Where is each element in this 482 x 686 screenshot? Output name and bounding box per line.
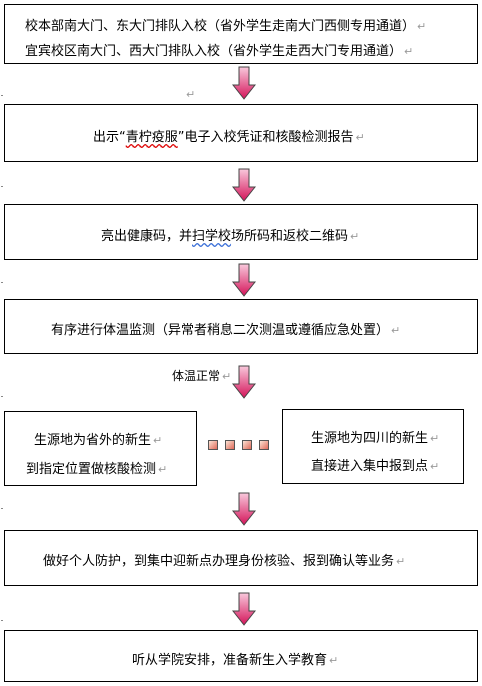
condition-label: 体温正常 <box>172 369 221 383</box>
connector-square-1 <box>208 440 218 450</box>
branch-left-line-2: 到指定位置做核酸检测 <box>26 462 157 477</box>
paragraph-mark: ↵ <box>417 20 427 33</box>
paragraph-mark: ↵ <box>186 88 196 101</box>
connector-square-2 <box>225 440 235 450</box>
branch-right-line-1: 生源地为四川的新生 <box>311 431 429 446</box>
step-3-text-mark: 扫学校 <box>192 229 232 244</box>
step-2-text-pre: 出示“ <box>93 130 126 145</box>
margin-tick <box>1 508 3 509</box>
down-arrow-5 <box>232 492 256 526</box>
branch-left-box: 生源地为省外的新生↵ 到指定位置做核酸检测↵ <box>4 411 197 486</box>
step-7-text: 听从学院安排，准备新生入学教育 <box>132 653 328 668</box>
step-2-text-mark: 青柠疫服 <box>125 130 178 145</box>
paragraph-mark: ↵ <box>391 324 401 337</box>
step-6-text: 做好个人防护，到集中迎新点办理身份核验、报到确认等业务 <box>43 554 395 569</box>
connector-square-4 <box>259 440 269 450</box>
paragraph-mark: ↵ <box>404 45 414 58</box>
step-4-text: 有序进行体温监测（异常者稍息二次测温或遵循应急处置） <box>51 323 390 338</box>
step-6-box: 做好个人防护，到集中迎新点办理身份核验、报到确认等业务↵ <box>4 530 478 586</box>
margin-tick <box>1 282 3 283</box>
paragraph-mark: ↵ <box>350 230 360 243</box>
step-2-text-post: ”电子入校凭证和核酸检测报告 <box>177 130 354 145</box>
step-7-box: 听从学院安排，准备新生入学教育↵ <box>4 630 478 682</box>
margin-tick <box>1 95 3 96</box>
step-1-line-2: 宜宾校区南大门、西大门排队入校（省外学生走西大门专用通道） <box>25 44 403 59</box>
step-3-text-post: 场所码和返校二维码 <box>231 229 349 244</box>
step-2-box: 出示“青柠疫服”电子入校凭证和核酸检测报告↵ <box>4 104 478 162</box>
down-arrow-1 <box>232 66 256 100</box>
step-1-line-1: 校本部南大门、东大门排队入校（省外学生走南大门西侧专用通道） <box>25 19 416 34</box>
paragraph-mark: ↵ <box>158 463 168 476</box>
down-arrow-4 <box>232 365 256 399</box>
paragraph-mark: ↵ <box>355 131 365 144</box>
margin-tick <box>1 396 3 397</box>
down-arrow-3 <box>232 263 256 297</box>
branch-right-box: 生源地为四川的新生↵ 直接进入集中报到点↵ <box>282 409 464 484</box>
paragraph-mark: ↵ <box>430 460 440 473</box>
margin-tick <box>1 186 3 187</box>
down-arrow-6 <box>232 592 256 626</box>
step-4-box: 有序进行体温监测（异常者稍息二次测温或遵循应急处置）↵ <box>4 299 478 354</box>
down-arrow-2 <box>232 168 256 202</box>
connector-square-3 <box>242 440 252 450</box>
step-3-text-pre: 亮出健康码，并 <box>101 229 193 244</box>
paragraph-mark: ↵ <box>396 555 406 568</box>
branch-left-line-1: 生源地为省外的新生 <box>34 433 152 448</box>
margin-tick <box>1 620 3 621</box>
paragraph-mark: ↵ <box>153 434 163 447</box>
paragraph-mark: ↵ <box>430 432 440 445</box>
step-3-box: 亮出健康码，并扫学校场所码和返校二维码↵ <box>4 204 478 260</box>
paragraph-mark: ↵ <box>222 370 232 383</box>
step-1-box: 校本部南大门、东大门排队入校（省外学生走南大门西侧专用通道）↵ 宜宾校区南大门、… <box>4 4 478 64</box>
branch-right-line-2: 直接进入集中报到点 <box>311 459 429 474</box>
paragraph-mark: ↵ <box>329 654 339 667</box>
